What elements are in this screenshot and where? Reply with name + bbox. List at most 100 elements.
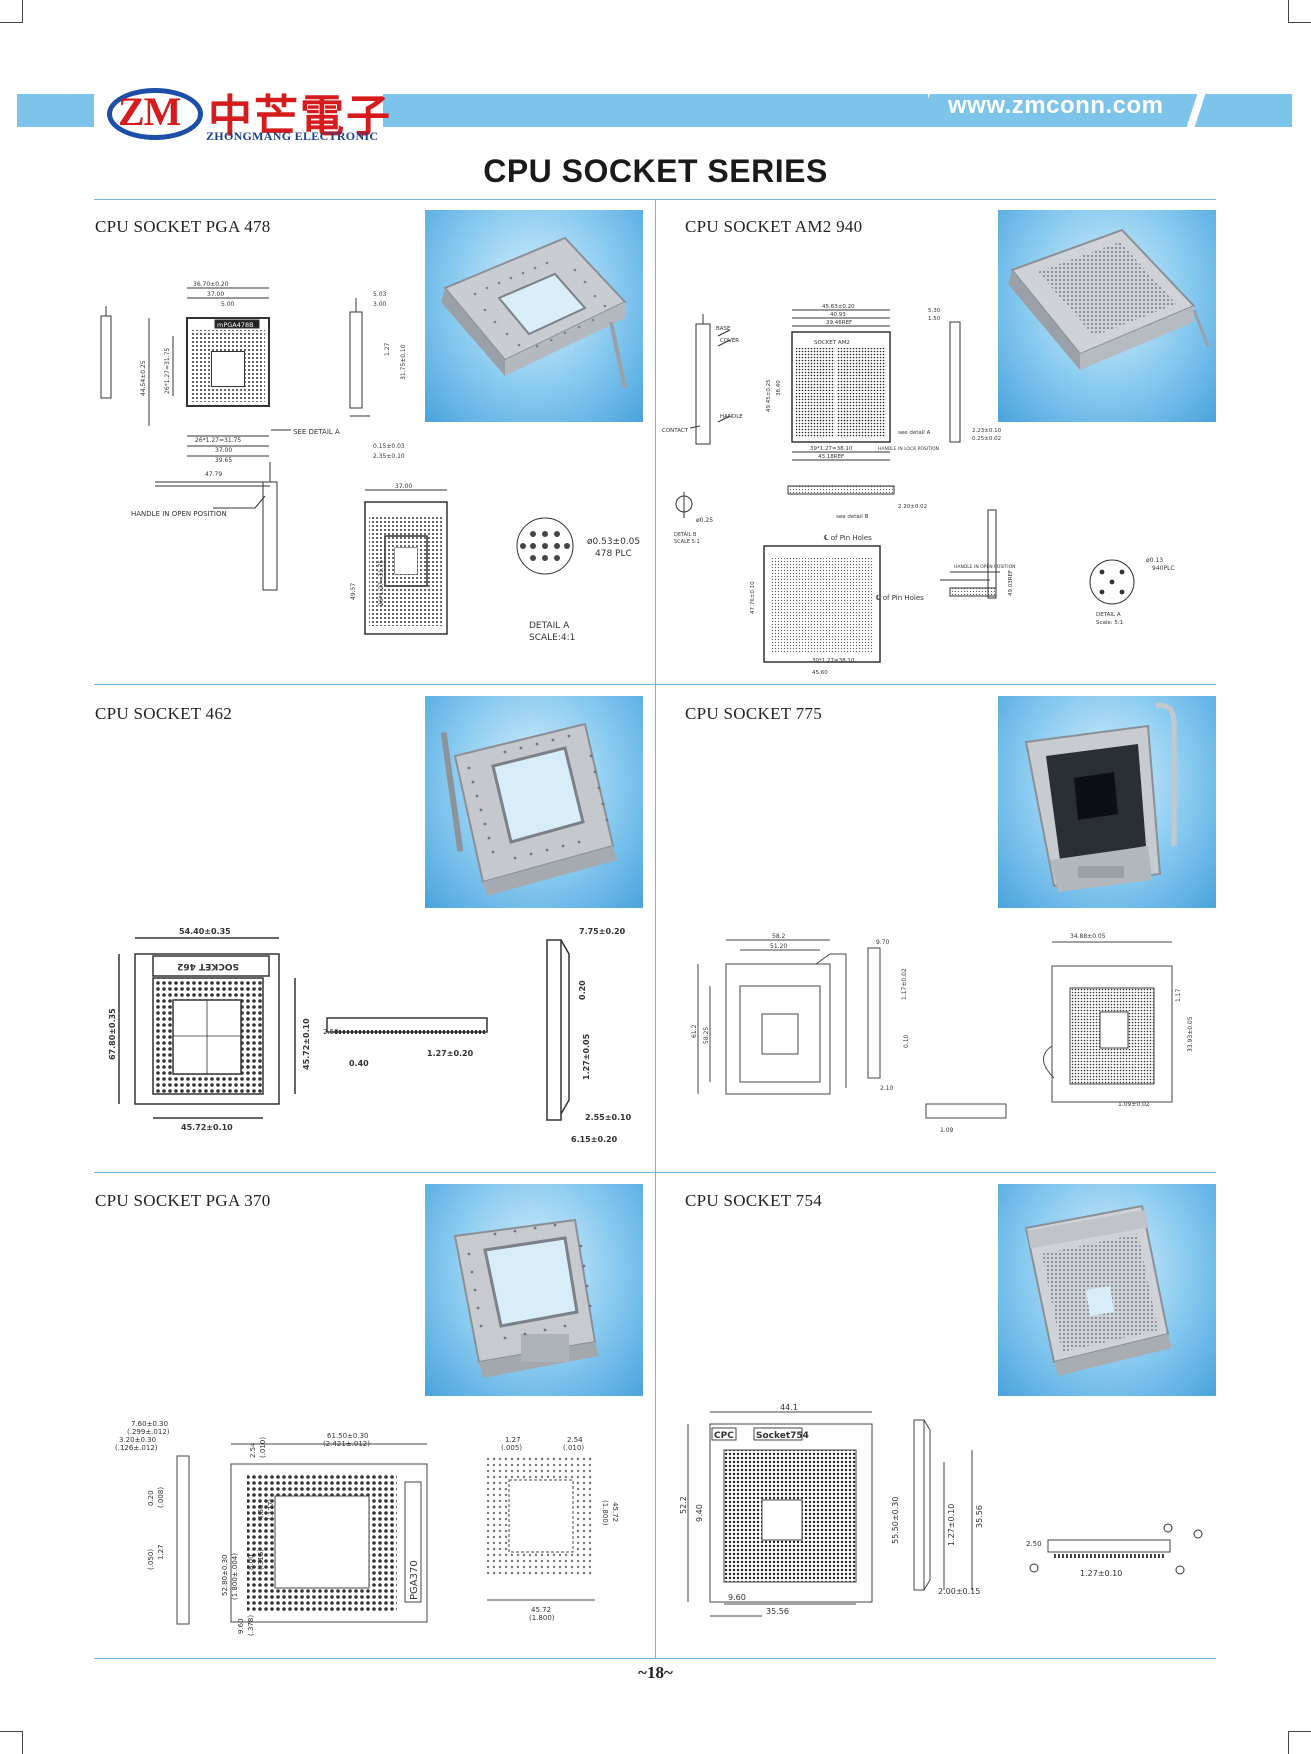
am2-tol-1: 940PLC	[1152, 565, 1175, 572]
370-dim-19: (.378)	[247, 1615, 255, 1636]
370-dim-0: 7.60±0.30	[131, 1420, 168, 1428]
370-dim-25: (1.800)	[529, 1614, 555, 1622]
pga478-dim-outer: 39.65	[215, 457, 232, 464]
am2-dim-24: 49.03REF	[1008, 570, 1014, 596]
pga478-handle-note: HANDLE IN OPEN POSITION	[131, 510, 227, 518]
pga478-label: mPGA478B	[217, 321, 254, 329]
logo-chinese-name: 中芒電子	[208, 91, 392, 142]
logo-mark: ZM	[118, 89, 181, 134]
pga478-dim-lower-pitch: 26*1.27=31.75	[378, 560, 385, 606]
am2-reference: ø0.25	[696, 517, 713, 524]
462-label: SOCKET 462	[177, 961, 239, 971]
370-dim-18: 9.60	[237, 1618, 245, 1634]
775-dim-8: 34.88±0.05	[1070, 933, 1106, 940]
775-dim-1: 51.20	[770, 943, 787, 950]
drawing-pga370: 7.60±0.30 (.299±.012) 3.20±0.30 (.126±.0…	[115, 1420, 619, 1636]
section-title-pga478: CPU SOCKET PGA 478	[95, 217, 271, 236]
am2-dim-2: 39.46REF	[826, 320, 852, 326]
462-dim-pitch-h: 45.72±0.10	[181, 1123, 233, 1132]
am2-handle-open: HANDLE IN OPEN POSITION	[954, 564, 1016, 570]
header-band-right-inner	[1197, 94, 1292, 127]
370-dim-7: (.050)	[147, 1549, 155, 1570]
775-dim-11: 1.09±0.02	[1118, 1101, 1150, 1108]
462-dim-profile: 2.50	[323, 1028, 339, 1036]
drawing-462: 54.40±0.35 SOCKET 462 67.80±0.35 45.72±0…	[108, 927, 632, 1144]
754-dim-2: 9.40	[695, 1504, 704, 1522]
370-dim-26: 45.72	[611, 1502, 619, 1522]
am2-detail-callout: ø0.13	[1146, 557, 1163, 564]
370-dim-6: 1.27	[157, 1544, 165, 1560]
370-dim-21: (.005)	[501, 1444, 522, 1452]
775-dim-3: 58.25	[703, 1027, 710, 1044]
370-dim-12: 4.50	[257, 1504, 265, 1520]
775-dim-12: 1.09	[940, 1127, 954, 1134]
drawing-pga478: 36.70±0.20 37.00 5.00 mPGA478B 44.54±0.2…	[100, 281, 640, 643]
370-dim-17: (.315)	[257, 1549, 265, 1570]
pga478-detail-scale: SCALE:4:1	[529, 633, 575, 643]
754-dim-1: 52.2	[679, 1496, 688, 1514]
370-dim-20: 1.27	[505, 1436, 521, 1444]
am2-detail-a-scale: Scale: 5:1	[1096, 620, 1123, 626]
462-dim-side-thin: 0.20	[578, 980, 587, 1000]
pga478-detail-callout: ø0.53±0.05	[587, 537, 640, 547]
crop-mark-bottom-left	[0, 1731, 23, 1754]
462-dim-width: 54.40±0.35	[179, 927, 231, 936]
pga478-detail-count: 478 PLC	[595, 549, 632, 559]
370-dim-5: (.008)	[157, 1487, 165, 1508]
370-dim-13: (.177)	[267, 1499, 275, 1520]
grid-line-bottom	[94, 1658, 1216, 1659]
462-dim-side-pitch: 1.27±0.05	[582, 1033, 591, 1080]
754-dim-5: 55.50±0.30	[891, 1497, 900, 1544]
photo-pga478	[425, 210, 643, 422]
am2-dim-1: 40.93	[830, 312, 846, 318]
logo-oval	[107, 88, 203, 140]
am2-pin-note-top: ℄ of Pin Holes	[824, 534, 872, 542]
photo-462	[425, 696, 643, 908]
754-dim-6: 1.27±0.10	[947, 1504, 956, 1546]
775-dim-10: 33.93±0.05	[1187, 1016, 1194, 1052]
462-dim-side-top: 7.75±0.20	[579, 927, 626, 936]
754-dim-0: 44.1	[780, 1404, 798, 1412]
header-band-left	[17, 94, 94, 127]
am2-dim-3: 5.30	[928, 308, 941, 314]
pga478-dim-pitch-v: 26*1.27=31.75	[164, 348, 171, 394]
754-dim-10: 2.50	[1026, 1540, 1042, 1548]
pga478-dim-side-4: 2.35±0.10	[373, 453, 405, 460]
462-dim-height: 67.80±0.35	[108, 1008, 117, 1060]
462-dim-contact-len: 0.40	[349, 1059, 369, 1068]
crop-mark-top-left	[0, 0, 23, 23]
header-band-middle	[383, 94, 928, 127]
page-number: ~18~	[638, 1663, 673, 1682]
775-dim-6: 0.10	[903, 1034, 910, 1048]
am2-dim-22: 47.76±0.10	[750, 581, 756, 614]
775-dim-4: 9.70	[876, 939, 890, 946]
pga478-dim-offset: 5.00	[221, 301, 235, 308]
photo-pga370	[425, 1184, 643, 1396]
370-dim-4: 0.20	[147, 1490, 155, 1506]
370-dim-9: (.010)	[259, 1437, 267, 1458]
754-dim-4: 35.56	[766, 1607, 789, 1616]
pga478-dim-side-2: 3.00	[373, 301, 387, 308]
370-dim-22: 2.54	[567, 1436, 583, 1444]
grid-line-center	[655, 199, 656, 1658]
am2-dim-23: 30*1.27=38.10	[812, 658, 855, 664]
drawing-am2940: 45.63±0.20 40.93 39.46REF 5.30 1.50 SOCK…	[662, 304, 1175, 676]
754-dim-9: 1.27±0.10	[1080, 1569, 1122, 1578]
775-dim-2: 61.2	[691, 1024, 698, 1038]
462-dim-pitch-v: 45.72±0.10	[302, 1018, 311, 1070]
370-dim-11: (2.421±.012)	[323, 1440, 370, 1448]
am2-detail-b: DETAIL B	[674, 532, 697, 538]
pga478-see-detail: SEE DETAIL A	[293, 428, 340, 436]
462-dim-side-2: 2.55±0.10	[585, 1113, 632, 1122]
header-band-right	[918, 94, 1212, 127]
photo-775	[998, 696, 1216, 908]
am2-dim-11: 39*1.27=38.10	[810, 446, 853, 452]
754-label: Socket754	[756, 1431, 809, 1441]
am2-see-detail-a: see detail A	[898, 430, 931, 436]
am2-dim-0: 45.63±0.20	[822, 304, 855, 310]
370-dim-3: (.126±.012)	[115, 1444, 158, 1452]
am2-dim-16: 2.23±0.10	[972, 428, 1002, 434]
pga478-dim-handle: 47.79	[205, 471, 222, 478]
754-dim-3: 9.60	[728, 1593, 746, 1602]
754-brand: CPC	[714, 1431, 734, 1441]
